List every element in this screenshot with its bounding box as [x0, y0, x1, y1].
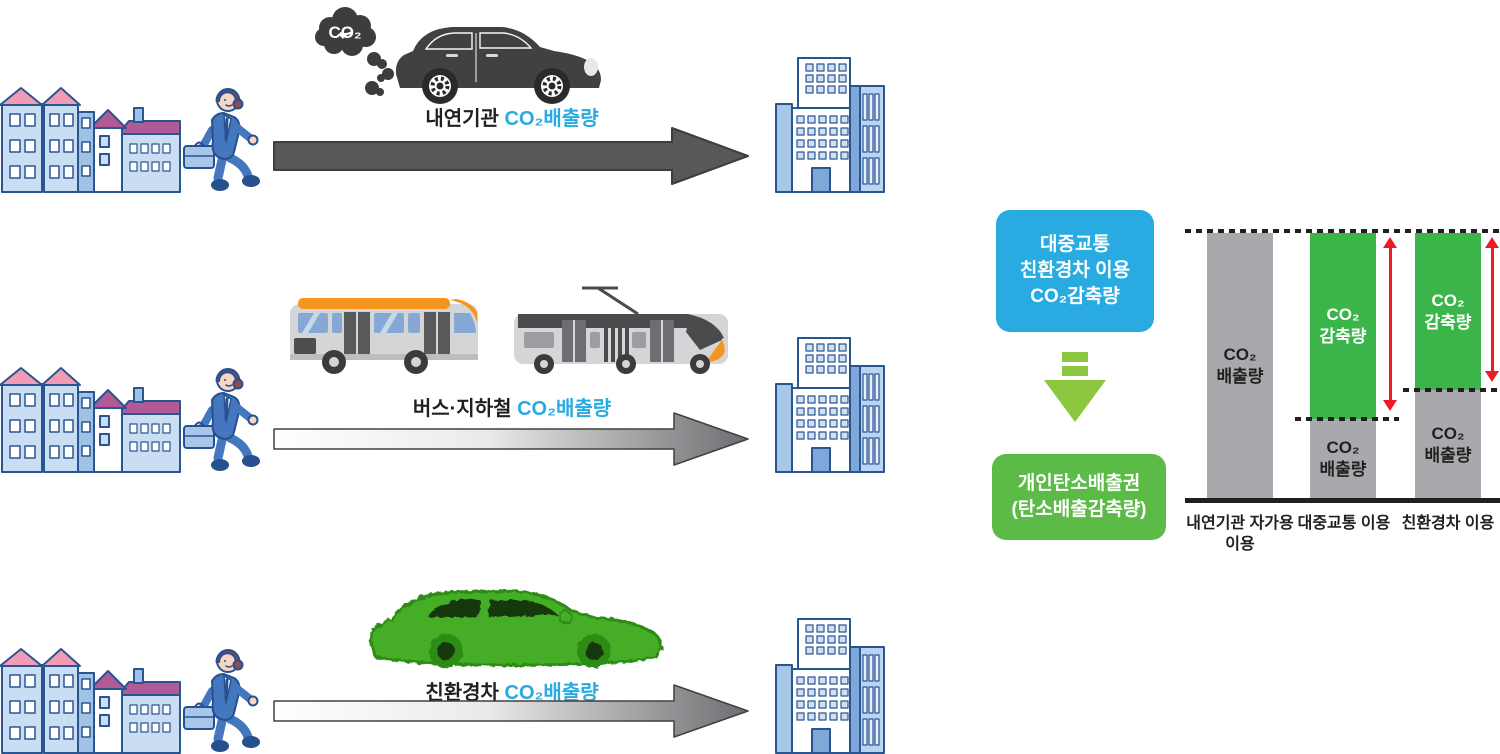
segment-label: CO₂ — [1223, 345, 1257, 364]
bus-icon — [290, 298, 478, 374]
chart-top-dotted-line — [1185, 229, 1500, 233]
segment-label: CO₂ — [1326, 305, 1360, 324]
tram-icon — [514, 286, 728, 374]
segment-label: 배출량 — [1216, 367, 1264, 386]
running-commuter-icon — [182, 366, 264, 474]
blue-box-line: 친환경차 이용 — [1019, 260, 1131, 281]
row-label-vehicle: 친환경차 — [425, 682, 505, 704]
row-label-co2: CO₂배출량 — [504, 108, 599, 130]
green-eco-car-icon — [369, 589, 663, 668]
down-arrow-icon — [1044, 352, 1106, 422]
boundary-dotted-line — [1295, 417, 1399, 421]
black-car-icon: CO₂ — [315, 7, 601, 104]
row-label-co2: CO₂배출량 — [504, 682, 599, 704]
green-box-line: (탄소배출감축량) — [1011, 499, 1147, 520]
emission-arrow-gradient — [272, 408, 752, 470]
blue-box-line: 대중교통 — [1040, 234, 1110, 255]
row-label-co2: CO₂배출량 — [517, 398, 612, 420]
running-commuter-icon — [182, 86, 264, 194]
boundary-dotted-line — [1403, 388, 1500, 392]
row-label-vehicle: 내연기관 — [425, 108, 505, 130]
office-building-icon — [770, 336, 888, 474]
bar-category-label: 대중교통 이용 — [1297, 515, 1391, 532]
emissions-bar-chart: CO₂ 배출량 CO₂ 감축량 CO₂ 배출량 CO₂ 감축량 CO₂ 배출량 — [1185, 225, 1500, 570]
bar-segment-emission: CO₂ 배출량 — [1415, 390, 1481, 499]
reduction-source-box: 대중교통 친환경차 이용 CO₂감축량 — [996, 210, 1154, 332]
co2-cloud-text: CO₂ — [328, 23, 361, 42]
co2-smoke-icon: CO₂ — [315, 7, 394, 96]
bar-segment-reduction: CO₂ 감축량 — [1310, 233, 1376, 419]
bar-segment-reduction: CO₂ 감축량 — [1415, 233, 1481, 390]
office-building-icon — [770, 617, 888, 754]
bar-category-label: 친환경차 이용 — [1401, 515, 1495, 532]
segment-label: 배출량 — [1319, 460, 1367, 479]
flow-row-public-transit: 버스·지하철 CO₂배출량 — [0, 280, 900, 492]
segment-label: 배출량 — [1424, 445, 1472, 465]
bar-category-label: 내연기관 자가용 이용 — [1186, 515, 1294, 553]
bar-segment-emission: CO₂ 배출량 — [1207, 233, 1273, 499]
reduction-red-arrow — [1484, 237, 1500, 382]
row-label-vehicle: 버스·지하철 — [412, 398, 518, 420]
flow-row-eco-car: 친환경차 CO₂배출량 — [0, 561, 900, 754]
row-emission-label: 버스·지하철 CO₂배출량 — [272, 392, 752, 421]
segment-label: CO₂ — [1431, 423, 1465, 443]
carbon-credit-box: 개인탄소배출권 (탄소배출감축량) — [992, 454, 1166, 540]
emission-arrow-gradient — [272, 680, 752, 742]
bus-and-tram-icons — [290, 286, 728, 374]
row-emission-label: 친환경차 CO₂배출량 — [272, 676, 752, 705]
green-box-line: 개인탄소배출권 — [1017, 473, 1141, 494]
bar-eco-car: CO₂ 감축량 CO₂ 배출량 — [1415, 233, 1481, 499]
running-commuter-icon — [182, 647, 264, 754]
row-emission-label: 내연기관 CO₂배출량 — [272, 102, 752, 131]
segment-label: 감축량 — [1424, 312, 1472, 332]
segment-label: CO₂ — [1431, 290, 1465, 310]
office-building-icon — [770, 56, 888, 194]
houses-icon — [0, 645, 182, 754]
chart-baseline — [1185, 498, 1500, 503]
blue-box-line: CO₂감축량 — [1030, 286, 1120, 307]
flow-row-internal-combustion: CO₂ 내연기관 CO₂배출량 — [0, 0, 900, 212]
houses-icon — [0, 84, 182, 194]
segment-label: 감축량 — [1319, 327, 1367, 346]
emission-arrow-solid — [272, 125, 752, 187]
segment-label: CO₂ — [1326, 438, 1360, 457]
bar-segment-emission: CO₂ 배출량 — [1310, 419, 1376, 499]
bar-internal-combustion: CO₂ 배출량 — [1207, 233, 1273, 499]
reduction-red-arrow — [1382, 237, 1398, 411]
houses-icon — [0, 364, 182, 474]
bar-public-transit: CO₂ 감축량 CO₂ 배출량 — [1310, 233, 1376, 499]
